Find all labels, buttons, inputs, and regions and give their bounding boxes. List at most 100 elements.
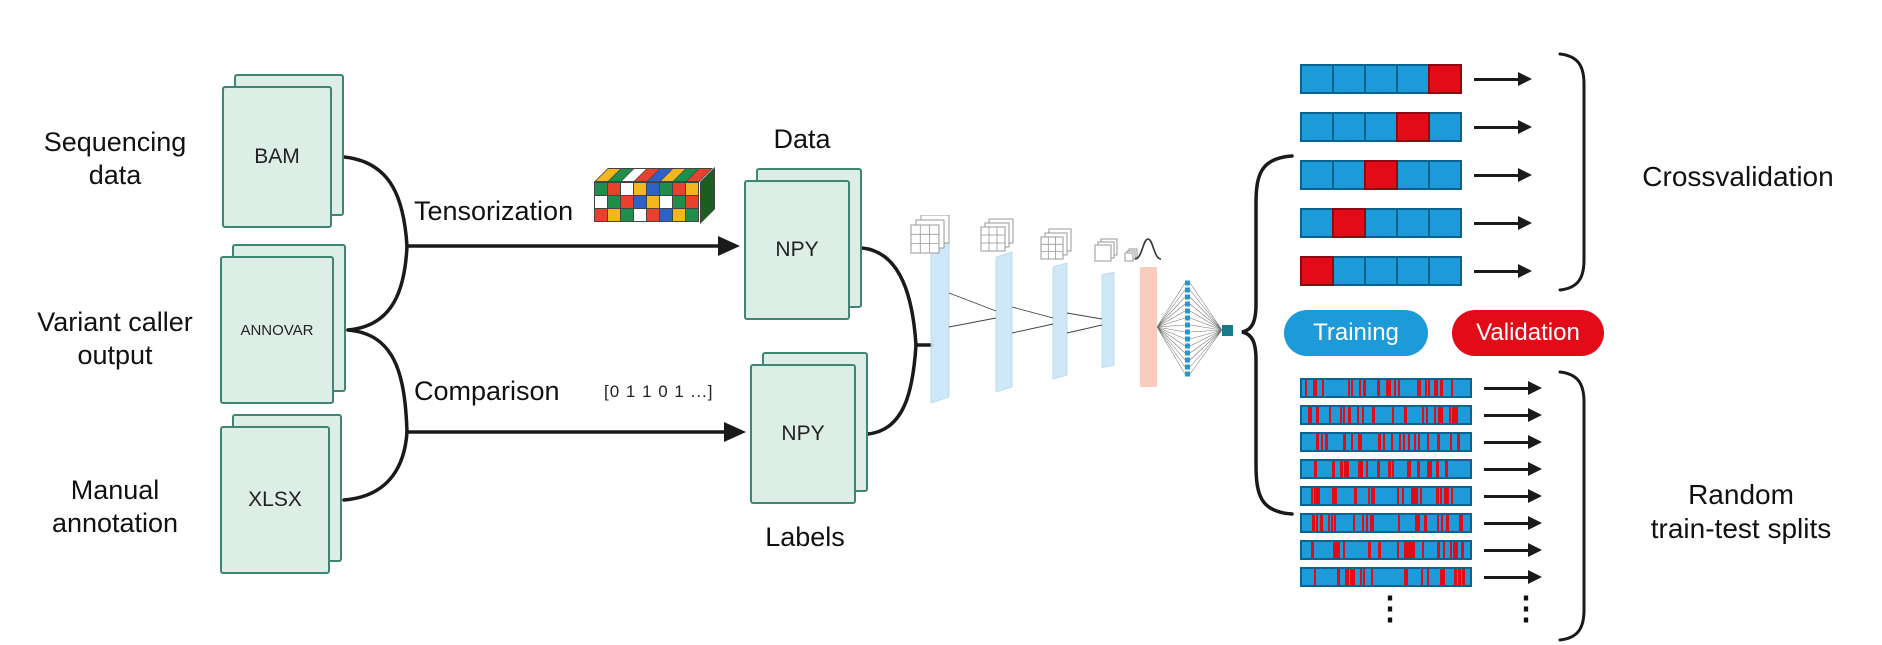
file-stack-data-npy: NPY (744, 168, 864, 322)
validation-stripe (1373, 488, 1376, 504)
tensor-cell (595, 183, 607, 195)
validation-stripe (1336, 569, 1340, 585)
validation-stripe (1332, 488, 1336, 504)
validation-stripe (1367, 542, 1371, 558)
cv-bar (1300, 160, 1462, 190)
label-manual-annotation: Manual annotation (15, 474, 215, 540)
validation-stripe (1411, 488, 1415, 504)
comparison-arrowhead (724, 422, 746, 442)
validation-stripe (1315, 434, 1319, 450)
fan-in-lines (1156, 282, 1186, 375)
legend-pill-training: Training (1284, 310, 1428, 356)
random-split-row (1300, 486, 1542, 506)
validation-stripe (1417, 461, 1421, 477)
validation-stripe (1404, 407, 1408, 423)
validation-stripe (1398, 380, 1401, 396)
validation-stripe (1346, 461, 1350, 477)
row-arrow (1473, 216, 1532, 230)
random-split-bar (1300, 567, 1472, 587)
validation-stripe (1393, 380, 1396, 396)
row-arrow (1473, 120, 1532, 134)
validation-stripe (1337, 542, 1341, 558)
tensor-cell (647, 196, 659, 208)
row-arrow (1484, 489, 1542, 503)
cv-bar (1300, 64, 1462, 94)
validation-stripe (1453, 542, 1457, 558)
validation-stripe (1460, 542, 1464, 558)
data-npy-connector (860, 246, 918, 347)
random-split-row (1300, 513, 1542, 533)
training-cell (1395, 64, 1431, 94)
cnn-network-diagram (910, 215, 1233, 404)
validation-stripe (1357, 407, 1360, 423)
cv-bar (1300, 208, 1462, 238)
receptive-field-lines (948, 292, 1103, 334)
random-split-bar (1300, 378, 1472, 398)
row-arrow (1484, 408, 1542, 422)
validation-stripe (1359, 461, 1363, 477)
training-cell (1427, 112, 1462, 142)
validation-stripe (1456, 542, 1459, 558)
tensor-cell (608, 183, 620, 195)
validation-stripe (1358, 434, 1362, 450)
validation-stripe (1309, 407, 1313, 423)
random-split-rows (1300, 378, 1542, 594)
validation-stripe (1343, 407, 1346, 423)
label-line: train-test splits (1650, 513, 1832, 544)
validation-stripe (1413, 488, 1416, 504)
validation-stripe (1414, 434, 1417, 450)
validation-stripe (1445, 515, 1449, 531)
validation-stripe (1312, 515, 1316, 531)
validation-stripe (1307, 407, 1310, 423)
validation-stripe (1410, 542, 1413, 558)
tensor-cell (673, 209, 685, 221)
validation-stripe (1358, 461, 1361, 477)
file-type-label: BAM (254, 145, 300, 168)
row-arrow (1484, 570, 1542, 584)
validation-stripe (1405, 569, 1408, 585)
tensor-cell (608, 196, 620, 208)
validation-cell (1331, 208, 1367, 238)
fc-nodes (1185, 280, 1190, 377)
validation-stripe (1351, 434, 1354, 450)
validation-stripe (1454, 569, 1457, 585)
legend-validation-label: Validation (1476, 319, 1580, 346)
training-cell (1300, 160, 1335, 190)
row-arrow (1484, 435, 1542, 449)
validation-stripe (1353, 515, 1356, 531)
file-stack-xlsx: XLSX (220, 414, 344, 576)
cv-row (1300, 160, 1532, 190)
validation-stripe (1443, 488, 1447, 504)
validation-stripe (1447, 488, 1450, 504)
validation-stripe (1449, 407, 1451, 423)
random-split-bar (1300, 486, 1472, 506)
comparison-label: Comparison (414, 376, 560, 406)
validation-stripe (1365, 461, 1368, 477)
validation-stripe (1441, 515, 1444, 531)
validation-stripe (1422, 407, 1425, 423)
validation-stripe (1321, 380, 1324, 396)
label-line: Variant caller (37, 307, 193, 337)
validation-stripe (1391, 407, 1394, 423)
validation-stripe (1370, 515, 1374, 531)
tensor-cell (673, 183, 685, 195)
validation-stripe (1313, 488, 1317, 504)
validation-stripe (1349, 569, 1353, 585)
validation-stripe (1391, 434, 1394, 450)
crossvalidation-bracket (1558, 52, 1586, 292)
validation-stripe (1332, 461, 1336, 477)
validation-stripe (1454, 407, 1458, 423)
label-line: Sequencing (43, 127, 187, 157)
tensor-cell (686, 196, 698, 208)
validation-stripe (1397, 542, 1399, 558)
validation-stripe (1377, 542, 1381, 558)
validation-stripe (1458, 569, 1462, 585)
validation-stripe (1422, 542, 1425, 558)
validation-stripe (1440, 569, 1444, 585)
training-cell (1331, 64, 1367, 94)
tensor-cell (634, 209, 646, 221)
validation-stripe (1396, 488, 1399, 504)
validation-stripe (1401, 488, 1404, 504)
validation-stripe (1350, 380, 1353, 396)
